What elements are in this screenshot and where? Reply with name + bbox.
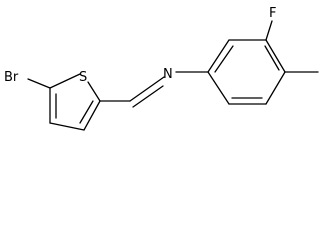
bond-ring-c4-c5 [265, 71, 286, 105]
bond-ring-c1-c2 [207, 39, 230, 73]
bromine-label: Br [4, 70, 19, 85]
bond-c4-c3 [49, 122, 85, 131]
bond-ch-n [129, 76, 165, 102]
bond-br-c5 [27, 78, 51, 89]
bond-c3-c2 [83, 100, 101, 131]
bond-c5-s [49, 73, 81, 89]
bond-ring-c3-c4 [265, 39, 286, 73]
sulfur-label: S [79, 70, 87, 85]
bond-c2-s [87, 81, 101, 102]
bond-lines [27, 20, 319, 131]
bond-ring-c6-c1 [207, 71, 230, 105]
bond-ring-inner-b [264, 45, 280, 71]
bond-c3-f [265, 20, 273, 41]
fluorine-label: F [269, 6, 276, 21]
bond-c3-c2-inner [79, 100, 94, 124]
molecule-structure: Br S N F [4, 6, 319, 131]
bond-ch-n-inner [132, 85, 164, 108]
nitrogen-label: N [163, 67, 173, 82]
bond-ring-inner-a [214, 45, 234, 73]
